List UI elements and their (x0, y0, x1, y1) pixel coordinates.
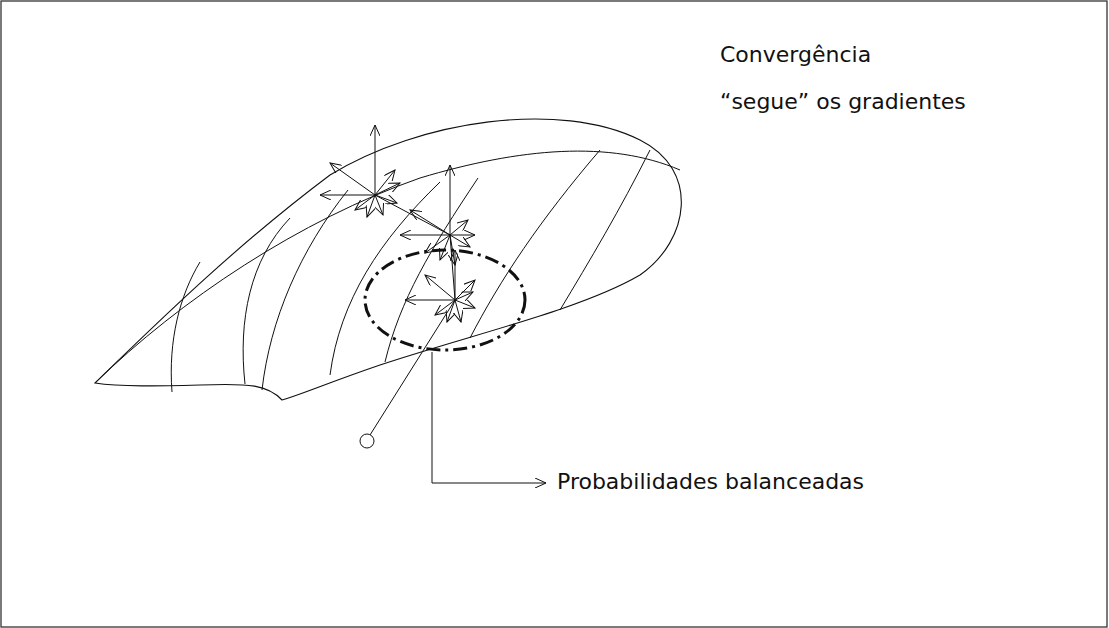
gradient-arrows (320, 125, 475, 322)
callout-label: Probabilidades balanceadas (555, 469, 866, 495)
leader-line (432, 352, 546, 483)
convergence-path (370, 195, 455, 435)
gradient-arrow (375, 195, 383, 215)
gradient-arrow (455, 300, 475, 308)
gradient-arrow (410, 210, 450, 235)
gradient-arrow (450, 235, 455, 265)
gradient-arrow (450, 220, 468, 235)
meridian-line (385, 178, 478, 362)
gradient-arrow (375, 125, 376, 195)
gradient-arrow (455, 300, 461, 322)
gradient-arrow (400, 235, 450, 236)
gradient-arrow (455, 250, 456, 300)
gradient-arrow (405, 300, 455, 301)
heading-note: Convergência (718, 42, 873, 68)
subheading-note: “segue” os gradientes (718, 89, 968, 115)
surface-outline (95, 119, 681, 400)
balanced-region (365, 250, 525, 350)
meridian-line (262, 190, 348, 390)
gradient-arrow (375, 195, 397, 203)
gradient-arrow (425, 235, 450, 253)
gradient-arrow (320, 195, 375, 196)
meridian-line (470, 150, 600, 338)
gradient-arrow (355, 195, 375, 210)
gradient-arrow (330, 163, 375, 195)
start-point (360, 434, 374, 448)
gradient-arrow (455, 292, 473, 300)
meridian-line (330, 182, 440, 375)
gradient-arrow (455, 280, 475, 300)
gradient-arrow (425, 275, 455, 300)
gradient-arrow (435, 300, 455, 315)
gradient-arrow (375, 170, 395, 195)
gradient-arrow (450, 235, 470, 247)
meridian-line (171, 262, 200, 392)
gradient-arrow (450, 235, 475, 236)
surface-ridge (95, 151, 680, 383)
meridian-line (560, 150, 650, 310)
gradient-arrow (375, 183, 400, 195)
gradient-arrow (450, 165, 451, 235)
